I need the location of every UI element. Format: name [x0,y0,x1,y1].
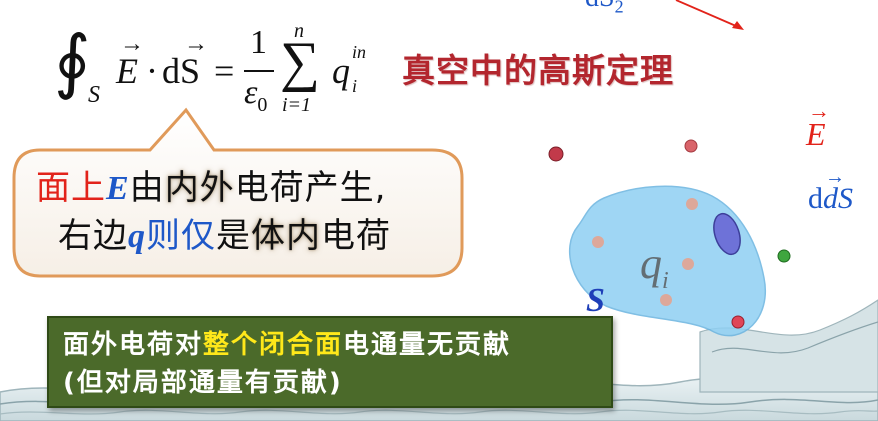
callout-text: 右边 [58,216,128,256]
callout-surface-text: 面上 [36,168,106,208]
note-box: 面外电荷对整个闭合面电通量无贡献 (但对局部通量有贡献) [47,316,613,408]
callout-line-1: 面上E由内外电荷产生, [36,164,387,213]
charge-inside [592,236,604,248]
charge-inside [686,198,698,210]
callout-E-symbol: E [106,170,130,207]
callout-q-symbol: q [128,218,146,255]
fraction-numerator: 1 [250,24,267,61]
vector-dS: →dS [162,31,208,91]
callout-inside-text: 体内 [251,216,321,256]
callout-line-2: 右边q则仅是体内电荷 [58,212,391,261]
note-line-1: 面外电荷对整个闭合面电通量无贡献 [63,330,512,360]
label-ds2: dS2 [585,0,624,17]
integral-sub-S: S [88,82,100,108]
charge-outside [548,146,564,162]
note-highlight: 整个闭合面 [203,330,344,360]
label-qi: qi [640,239,669,294]
charge-q-sub: i [352,76,358,96]
fraction-denominator: ε0 [244,74,268,116]
sum-lower: i=1 [282,94,312,116]
callout-text: 电荷产生, [234,168,387,208]
equals-sign: = [214,51,235,91]
charge-inside [682,258,694,270]
ds2-arrow-line [675,0,737,27]
label-surface-S: S [586,282,605,319]
theorem-title: 真空中的高斯定理 [402,51,674,90]
dot-operator: · [146,51,158,91]
charge-inside [660,294,672,306]
label-dS-vector: d→dS [808,166,853,215]
callout-text: 由 [129,168,165,208]
label-E-vector: →E [806,98,830,152]
surface-element-ellipse [713,212,741,256]
vector-E: →E [116,31,144,91]
gauss-equation: ∮ S →E · →dS = 1 ε0 n ∑ i=1 q in i [54,20,384,130]
callout-text: 电荷 [321,216,391,256]
charge-outside [777,249,791,263]
callout-text: 是 [216,216,251,256]
callout-only-text: 则仅 [146,216,216,256]
callout-inner-outer: 内外 [164,168,235,208]
fraction-bar [244,70,274,72]
charge-outside [731,315,745,329]
sum-symbol: ∑ [280,31,320,93]
charge-q-sup: in [352,42,367,62]
note-line-2: (但对局部通量有贡献) [63,368,343,398]
contour-integral-symbol: ∮ [54,24,91,101]
charge-q: q [332,51,350,91]
charge-outside [684,139,698,153]
sum-upper: n [294,20,304,42]
ds2-arrow-head [732,21,744,30]
